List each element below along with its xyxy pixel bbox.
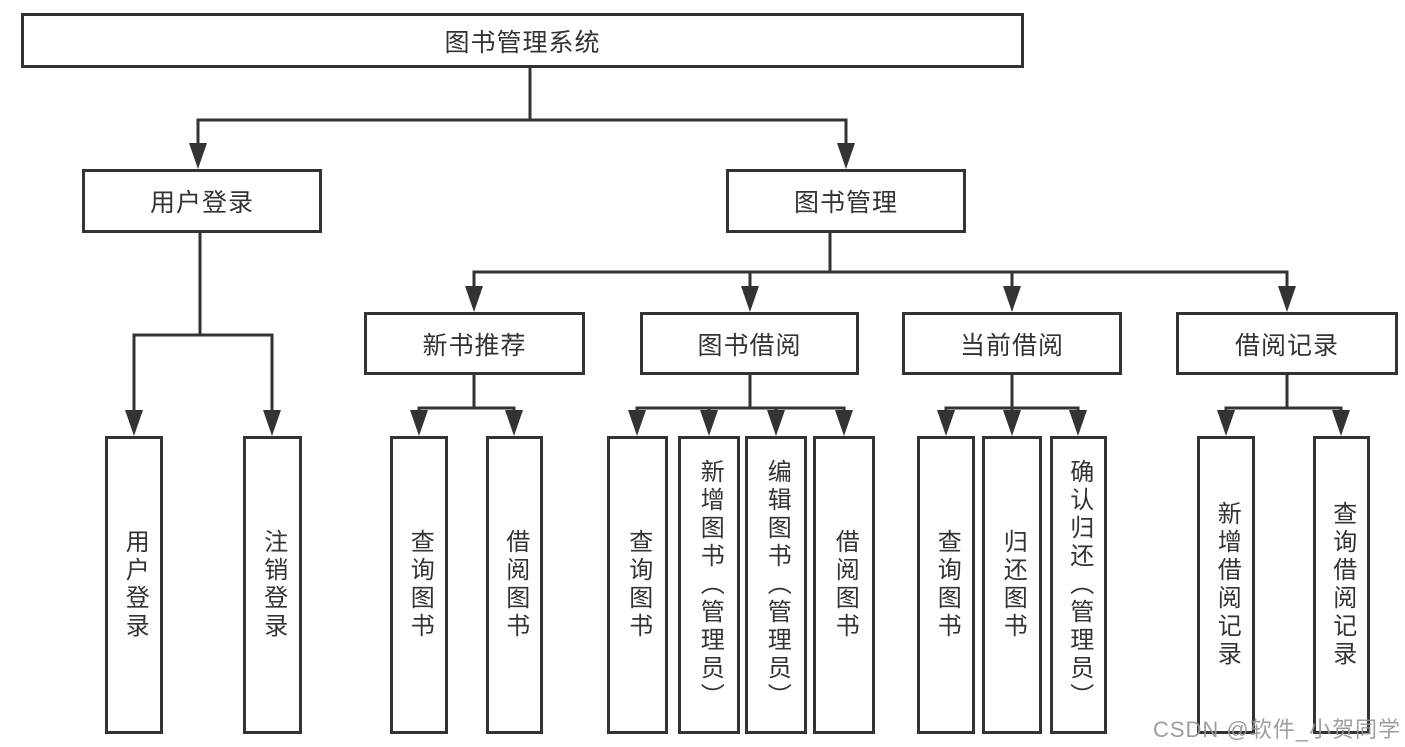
leaf-borrow-query-books-label: 查询图书: [624, 529, 652, 641]
leaf-edit-books-admin: 编辑图书（管理员）: [745, 436, 807, 734]
leaf-recommend-borrow-books-label: 借阅图书: [501, 529, 529, 641]
leaf-add-borrow-record-label: 新增借阅记录: [1213, 501, 1241, 669]
leaf-return-books: 归还图书: [982, 436, 1042, 734]
leaf-user-login: 用户登录: [105, 436, 163, 734]
leaf-return-books-label: 归还图书: [999, 529, 1027, 641]
node-new-book-recommend: 新书推荐: [364, 312, 585, 375]
leaf-add-books-admin: 新增图书（管理员）: [678, 436, 740, 734]
leaf-recommend-borrow-books: 借阅图书: [486, 436, 543, 734]
leaf-confirm-return-admin-label: 确认归还（管理员）: [1065, 459, 1093, 711]
node-borrow-records: 借阅记录: [1176, 312, 1398, 375]
leaf-confirm-return-admin: 确认归还（管理员）: [1050, 436, 1107, 734]
node-book-management: 图书管理: [726, 169, 966, 233]
leaf-current-query-books-label: 查询图书: [933, 529, 961, 641]
node-book-borrow-label: 图书借阅: [697, 331, 802, 360]
leaf-logout: 注销登录: [243, 436, 302, 734]
leaf-logout-label: 注销登录: [259, 529, 287, 641]
node-root-label: 图书管理系统: [444, 28, 601, 57]
leaf-query-borrow-record-label: 查询借阅记录: [1328, 501, 1356, 669]
node-book-management-label: 图书管理: [793, 189, 898, 217]
csdn-watermark: CSDN @软件_小贺同学: [1152, 717, 1401, 742]
leaf-query-borrow-record: 查询借阅记录: [1313, 436, 1370, 734]
leaf-add-borrow-record: 新增借阅记录: [1197, 436, 1255, 734]
leaf-recommend-query-books-label: 查询图书: [406, 529, 434, 641]
leaf-current-query-books: 查询图书: [917, 436, 975, 734]
node-new-book-recommend-label: 新书推荐: [422, 331, 527, 360]
node-current-borrow-label: 当前借阅: [959, 331, 1064, 360]
leaf-borrow-query-books: 查询图书: [607, 436, 668, 734]
node-user-login-label: 用户登录: [149, 189, 254, 217]
node-book-borrow: 图书借阅: [640, 312, 859, 375]
node-user-login: 用户登录: [82, 169, 322, 233]
connector-arrowheads: [125, 143, 1350, 436]
leaf-borrow-books: 借阅图书: [813, 436, 875, 734]
leaf-add-books-admin-label: 新增图书（管理员）: [696, 459, 724, 711]
leaf-recommend-query-books: 查询图书: [390, 436, 448, 734]
leaf-user-login-label: 用户登录: [121, 529, 149, 641]
leaf-borrow-books-label: 借阅图书: [831, 529, 859, 641]
node-borrow-records-label: 借阅记录: [1234, 331, 1339, 360]
leaf-edit-books-admin-label: 编辑图书（管理员）: [763, 459, 791, 711]
node-root: 图书管理系统: [21, 13, 1024, 68]
node-current-borrow: 当前借阅: [902, 312, 1122, 375]
